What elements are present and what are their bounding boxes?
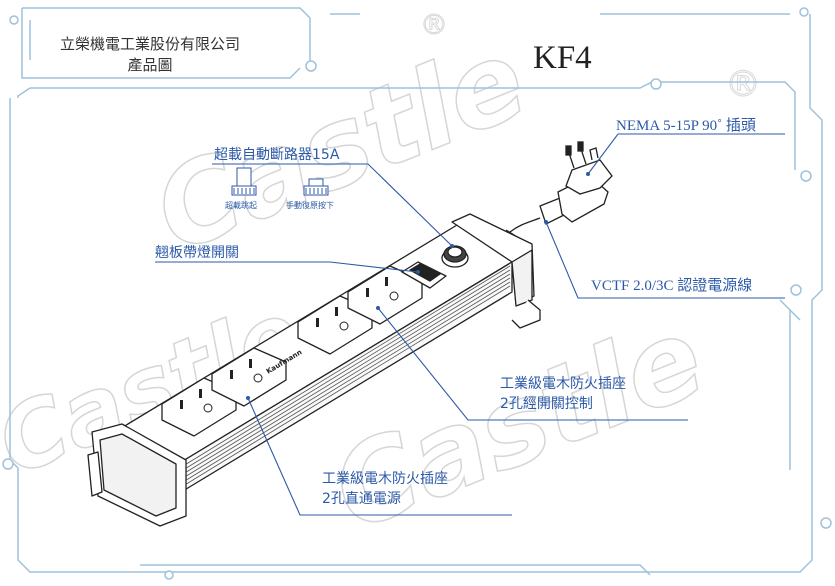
breaker-state-icons: [231, 167, 329, 196]
outlet-ground: [203, 291, 399, 413]
plug-callout: NEMA 5-15P 90˚ 插頭: [616, 118, 756, 134]
switched-outlets-line1: 工業級電木防火插座: [500, 376, 626, 392]
breaker-reset-label: 手動復原按下: [286, 201, 334, 210]
outlet-holes: [180, 277, 388, 409]
breaker-callout: 超載自動斷路器15A: [214, 147, 340, 163]
model-number: KF4: [533, 40, 592, 76]
company-name: 立榮機電工業股份有限公司: [59, 35, 240, 53]
registered-marks: ® ®: [420, 8, 762, 106]
document-title: 產品圖: [127, 56, 173, 74]
direct-outlets-line1: 工業級電木防火插座: [322, 471, 448, 487]
company-header: 立榮機電工業股份有限公司 產品圖: [30, 34, 270, 76]
direct-outlets-line2: 2孔直通電源: [322, 491, 401, 507]
switch-callout: 翹板帶燈開關: [155, 245, 239, 261]
circuit-frame: [9, 7, 823, 576]
registered-mark-1: ®: [420, 8, 448, 41]
breaker-tripped-label: 超載跳起: [225, 201, 257, 210]
plug-and-cord: [505, 141, 613, 241]
power-strip: Kaufmann: [87, 213, 541, 527]
leader-lines: [155, 133, 785, 516]
direct-outlets-callout: 工業級電木防火插座 2孔直通電源: [322, 469, 448, 509]
switched-outlets-line2: 2孔經開關控制: [500, 396, 593, 412]
registered-mark-2: ®: [725, 64, 761, 105]
leader-dots: [246, 172, 590, 400]
cord-callout: VCTF 2.0/3C 認證電源線: [591, 278, 753, 294]
outlets: [161, 265, 423, 437]
breaker-knob: [441, 245, 469, 268]
switched-outlets-callout: 工業級電木防火插座 2孔經開關控制: [500, 374, 626, 414]
frame-nodes: [2, 7, 832, 580]
